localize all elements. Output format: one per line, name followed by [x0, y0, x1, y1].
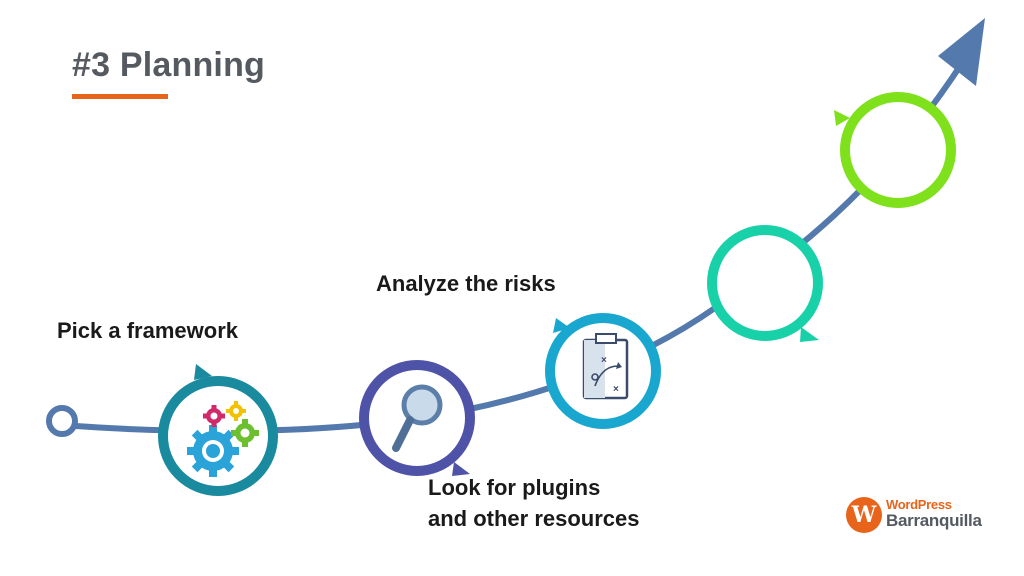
step-label-framework: Pick a framework	[57, 318, 238, 343]
logo-line1: WordPress	[886, 497, 952, 512]
step-ring-5	[834, 92, 956, 208]
step-label-plugins: Look for plugins and other resources	[428, 475, 640, 531]
page-title: #3 Planning	[72, 46, 266, 84]
ring-pointer-icon	[194, 364, 212, 380]
path-start-node	[46, 405, 78, 437]
arrow-head-icon	[938, 18, 985, 86]
gears-icon	[187, 401, 259, 477]
svg-text:×: ×	[613, 384, 619, 395]
wordpress-barranquilla-logo: W WordPress Barranquilla	[846, 497, 986, 537]
logo-line2: Barranquilla	[886, 511, 982, 530]
wordpress-logo-icon	[846, 497, 882, 533]
step-ring-4	[707, 225, 823, 342]
magnifier-icon	[392, 384, 443, 452]
ring-pointer-icon	[553, 318, 570, 333]
ring-pointer-icon	[800, 327, 819, 342]
ring-pointer-icon	[452, 462, 470, 476]
step-ring-framework	[158, 364, 278, 496]
strategy-board-icon: × ×	[582, 333, 629, 400]
svg-text:×: ×	[601, 355, 607, 366]
ring-pointer-icon	[834, 110, 850, 126]
logo-mark: W	[851, 502, 877, 528]
title-underline	[72, 94, 168, 99]
step-label-risks: Analyze the risks	[376, 271, 556, 296]
